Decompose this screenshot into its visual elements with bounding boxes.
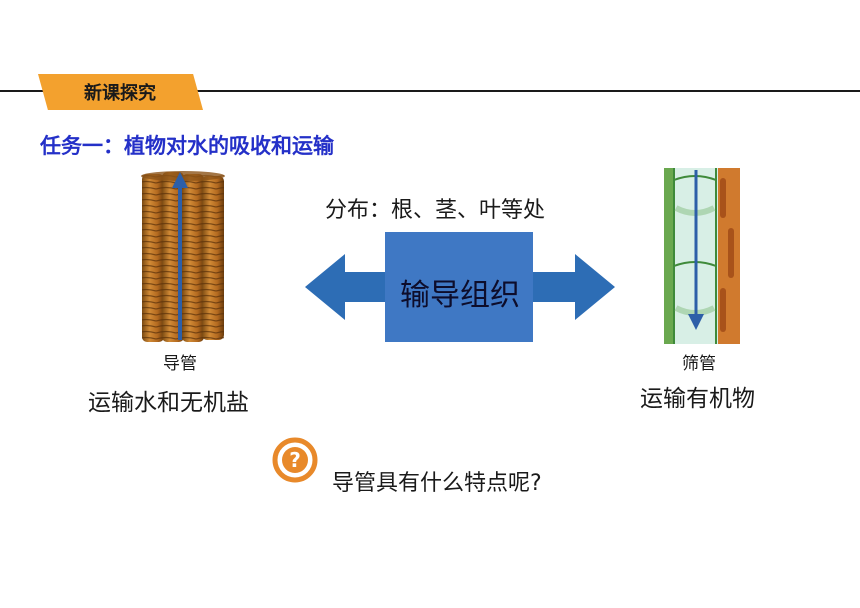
svg-text:?: ? <box>289 448 301 472</box>
section-tab <box>38 74 203 110</box>
distribution-text: 分布：根、茎、叶等处 <box>325 198 546 223</box>
section-tab-label: 新课探究 <box>84 83 156 104</box>
sieve-tube-function: 运输有机物 <box>640 386 755 412</box>
task-title: 任务一：植物对水的吸收和运输 <box>40 134 334 158</box>
sieve-tube-illustration <box>664 168 740 344</box>
conducting-tissue-arrow <box>305 232 615 342</box>
vessel-illustration <box>141 171 225 342</box>
conducting-tissue-label: 输导组织 <box>400 278 520 313</box>
vessel-function: 运输水和无机盐 <box>88 390 249 416</box>
vessel-label: 导管 <box>163 354 197 374</box>
sieve-tube-label: 筛管 <box>682 354 716 374</box>
question-text: 导管具有什么特点呢? <box>332 471 542 496</box>
question-icon: ? <box>272 437 318 483</box>
header-rule <box>0 90 860 92</box>
